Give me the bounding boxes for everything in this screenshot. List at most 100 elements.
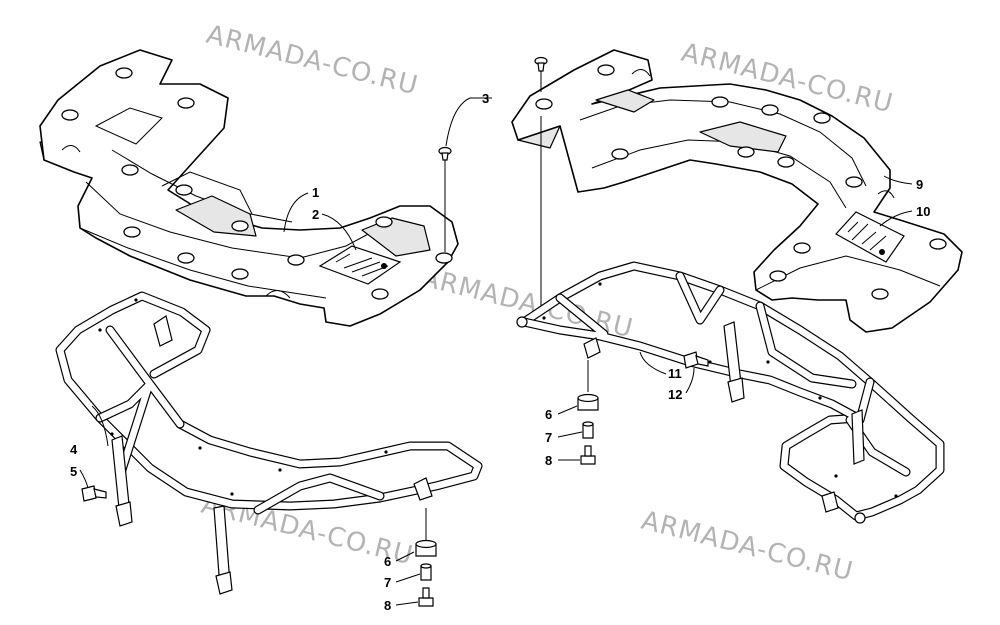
leader-6a (395, 551, 415, 562)
callout-8b: 8 (545, 453, 552, 468)
hole (123, 226, 141, 238)
hole (175, 184, 193, 196)
leader-1 (283, 192, 309, 233)
callout-12: 12 (668, 387, 682, 402)
leader-3 (445, 97, 492, 147)
left-rack-frame-tubes (55, 291, 483, 515)
dot (542, 316, 546, 320)
hole (777, 156, 795, 168)
right-rack-cover-recess (699, 121, 787, 153)
hole (371, 288, 389, 300)
left-rack-leg-foot-left (115, 501, 133, 527)
left-rack-cover-rail-inner-2 (111, 149, 293, 223)
bolt-8-head (418, 597, 434, 607)
left-rack-cover (39, 49, 459, 327)
grommet-6-top (415, 539, 437, 549)
dot (818, 396, 822, 400)
hole (177, 97, 195, 109)
dot (134, 298, 138, 302)
right-rack-tube-end (516, 316, 528, 328)
leader-5 (79, 469, 89, 489)
callout-7a: 7 (384, 575, 391, 590)
leader-12 (685, 367, 695, 394)
bolt-5-head (81, 485, 97, 502)
leader-8a (395, 601, 419, 606)
hole (737, 146, 755, 158)
hole (535, 98, 553, 110)
bolt-8-head (580, 455, 596, 465)
left-rack-cover-holes (61, 67, 453, 300)
hole (115, 67, 133, 79)
left-decal-plate (318, 245, 402, 285)
leader-2 (321, 213, 357, 251)
screw-shank (441, 152, 449, 161)
right-rack-cover-notch-2 (877, 190, 895, 199)
hole (435, 252, 453, 264)
callout-6a: 6 (384, 554, 391, 569)
hole (121, 164, 139, 176)
left-rack-cover-notch-2 (265, 290, 291, 299)
hole (287, 254, 305, 266)
hole (375, 216, 393, 228)
callout-9: 9 (916, 177, 923, 192)
right-decal-text-lines (847, 221, 887, 251)
tube-outer-inner (520, 262, 944, 520)
dot (894, 494, 898, 498)
right-bolt-12 (683, 351, 709, 369)
left-rack-bracket-2 (413, 477, 433, 501)
hole (231, 268, 249, 280)
left-decal (318, 245, 402, 285)
dot (766, 360, 770, 364)
left-decal-text-lines (335, 253, 389, 277)
right-screw-3 (534, 56, 548, 306)
right-rack-tube-end-2 (854, 512, 866, 524)
leader-10 (879, 210, 913, 227)
right-rack-cover-holes (535, 64, 947, 300)
watermark-bottom-right: ARMADA-CO.RU (638, 506, 856, 588)
leader-11 (639, 351, 667, 375)
leader-9 (883, 175, 913, 185)
left-rack-frame-dots (98, 298, 388, 496)
bushing-7-top (582, 421, 594, 427)
left-rack-cover-notch (61, 145, 81, 153)
right-rack-bracket (583, 337, 601, 359)
hole (769, 270, 787, 282)
hole (845, 176, 863, 188)
right-rack-cover-recess-2 (595, 89, 655, 113)
dot (708, 360, 712, 364)
right-decal-symbol (879, 249, 885, 255)
bolt-8-shank (584, 445, 592, 457)
right-rack-cover-notch (631, 69, 651, 77)
hole (793, 242, 811, 254)
hole (871, 288, 889, 300)
left-screw-3 (438, 146, 452, 252)
left-rack-bracket (153, 315, 173, 347)
left-rack-cover-rail-inner (85, 181, 373, 259)
dot (384, 450, 388, 454)
hole (611, 148, 629, 160)
right-rack-leg-foot (727, 377, 745, 403)
right-rack-frame (516, 261, 945, 524)
tube-outer-inner (56, 292, 482, 510)
left-rack-cover-lip (79, 227, 327, 299)
right-rack-cover (511, 49, 963, 333)
callout-4: 4 (70, 442, 78, 457)
left-rack-frame (55, 291, 483, 595)
right-rack-frame-dots (542, 282, 898, 498)
left-hardware-stack (415, 539, 437, 607)
callout-5: 5 (70, 464, 77, 479)
dot (98, 328, 102, 332)
right-rack-frame-tubes (519, 261, 945, 521)
callout-2: 2 (312, 207, 319, 222)
callout-7b: 7 (545, 430, 552, 445)
right-decal (835, 211, 905, 263)
hole (597, 64, 615, 76)
screw-shank (537, 62, 545, 72)
right-hardware-stack (577, 393, 599, 465)
callout-10: 10 (916, 204, 930, 219)
callout-1: 1 (312, 185, 319, 200)
dot (598, 282, 602, 286)
left-rack-cover-channel (94, 107, 163, 145)
left-rack-cover-channel-2 (161, 171, 253, 215)
